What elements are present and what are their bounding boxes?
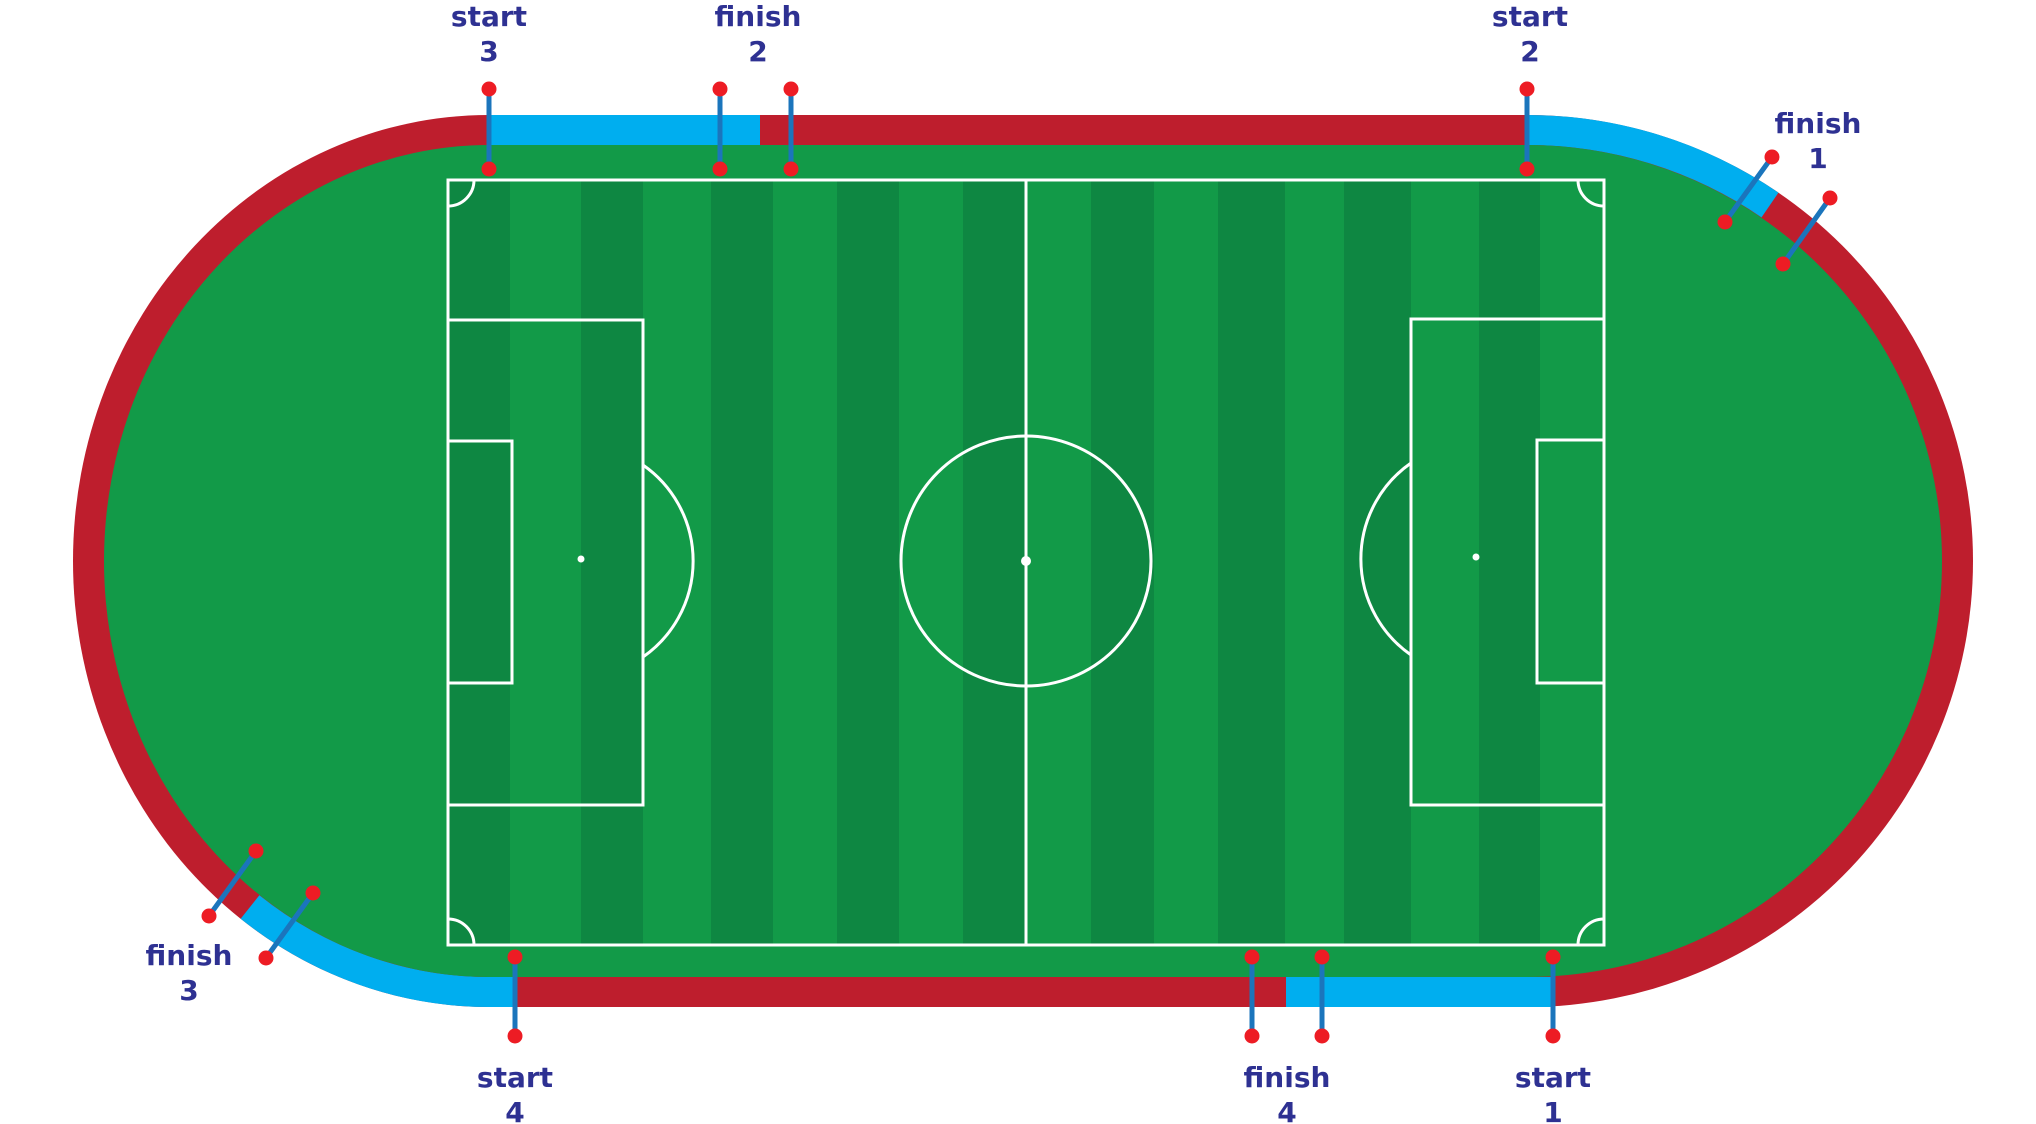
- right-penalty-spot: [1472, 553, 1480, 561]
- marker-dot: [481, 161, 497, 177]
- finish-4-marker-b: [1314, 949, 1330, 1044]
- lane-segment-top-right: [1526, 114, 1779, 218]
- marker-dot: [1244, 949, 1260, 965]
- marker-dot: [481, 81, 497, 97]
- finish-2-marker-a: [712, 81, 728, 177]
- marker-dot: [507, 1028, 523, 1044]
- finish-2-marker-b: [783, 81, 799, 177]
- left-goal-area: [446, 439, 514, 685]
- finish-1-marker-a: [1717, 149, 1780, 230]
- finish-3-marker-b: [258, 885, 321, 966]
- right-penalty-arc: [1359, 461, 1412, 657]
- marker-dot: [1314, 1028, 1330, 1044]
- marker-dot: [1822, 190, 1838, 206]
- marker-dot: [712, 81, 728, 97]
- finish-1-marker-b: [1775, 190, 1838, 272]
- marker-line: [263, 891, 316, 960]
- finish-4-marker-a: [1244, 949, 1260, 1044]
- corner-arc-bottom-right: [1576, 917, 1605, 946]
- marker-line: [1780, 196, 1833, 266]
- lane-segment-bottom-left: [240, 895, 515, 1007]
- lane-segment-bottom-right: [1286, 977, 1553, 1007]
- corner-arc-top-left: [447, 179, 476, 208]
- center-circle: [899, 434, 1153, 688]
- start-3-marker: [481, 81, 497, 177]
- marker-dot: [1545, 949, 1561, 965]
- marker-dot: [507, 949, 523, 965]
- marker-dot: [248, 843, 264, 859]
- start-1-marker: [1545, 949, 1561, 1044]
- corner-arc-bottom-left: [447, 917, 476, 946]
- center-spot: [1021, 556, 1031, 566]
- right-goal-area: [1535, 438, 1606, 685]
- marker-dot: [1519, 161, 1535, 177]
- marker-dot: [783, 161, 799, 177]
- marker-dot: [258, 950, 274, 966]
- marker-dot: [1545, 1028, 1561, 1044]
- pitch-stripes: [448, 180, 1540, 945]
- marker-dot: [712, 161, 728, 177]
- pitch-spots: [577, 553, 1480, 566]
- marker-line: [1722, 155, 1775, 224]
- markers: [201, 81, 1838, 1044]
- left-penalty-spot: [577, 555, 585, 563]
- marker-dot: [1314, 949, 1330, 965]
- start-2-marker: [1519, 81, 1535, 177]
- marker-dot: [201, 908, 217, 924]
- start-4-marker: [507, 949, 523, 1044]
- lane-segment-top-left: [489, 115, 760, 145]
- marker-dot: [1519, 81, 1535, 97]
- left-penalty-arc: [642, 463, 695, 659]
- marker-dot: [783, 81, 799, 97]
- corner-arc-top-right: [1576, 179, 1605, 208]
- marker-dot: [1717, 214, 1733, 230]
- marker-line: [206, 849, 259, 918]
- finish-3-marker-a: [201, 843, 264, 924]
- marker-dot: [1244, 1028, 1260, 1044]
- marker-dot: [1775, 256, 1791, 272]
- marker-dot: [1764, 149, 1780, 165]
- marker-dot: [305, 885, 321, 901]
